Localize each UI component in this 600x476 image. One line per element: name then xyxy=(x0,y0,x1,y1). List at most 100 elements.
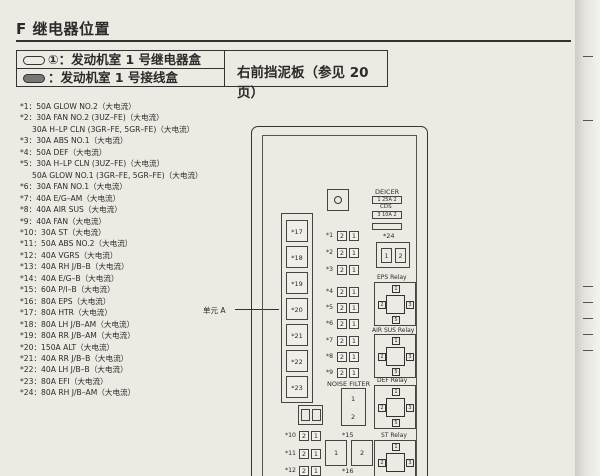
small-fuse-pin: 1 xyxy=(349,248,359,258)
small-fuse-pin: 1 xyxy=(349,319,359,329)
unit-a-leader-line xyxy=(235,309,279,310)
small-fuse-label: *6 xyxy=(326,320,334,327)
relay-coil xyxy=(386,295,405,314)
spine-mark xyxy=(583,302,593,303)
fuse-24-bar xyxy=(372,223,402,230)
small-fuse-pin: 1 xyxy=(349,303,359,313)
lower-fuse-slot xyxy=(312,409,321,421)
small-fuse-pin: 1 xyxy=(349,368,359,378)
relay-terminal: 1 xyxy=(392,285,400,293)
relay-box-outline xyxy=(251,126,428,476)
small-fuse-pin: 2 xyxy=(337,368,347,378)
fuse-list-item: 50A GLOW NO.1 (3GR–FE, 5GR–FE)（大电流） xyxy=(32,170,203,180)
relay-box-inner xyxy=(262,135,417,476)
small-fuse-label: *8 xyxy=(326,353,334,360)
pin-connector: 1 2 xyxy=(376,242,410,268)
small-fuse-label: *2 xyxy=(326,249,334,256)
fuse-list-item: *24：80A RH J/B–AM（大电流） xyxy=(20,388,136,398)
relay-terminal: 5 xyxy=(392,419,400,427)
small-fuse-pin: 1 xyxy=(349,265,359,275)
lower-fuse-pin: 1 xyxy=(311,431,321,441)
noise-filter: 1 2 xyxy=(341,388,366,426)
small-fuse-pin: 1 xyxy=(349,336,359,346)
legend-row-relay-block: ①：发动机室 1 号继电器盒 xyxy=(17,51,224,69)
small-fuse-label: *1 xyxy=(326,232,334,239)
big-fuse-slot: *18 xyxy=(286,246,308,268)
spine-mark xyxy=(583,350,593,351)
relay-terminal: 2 xyxy=(378,404,386,412)
relay-terminal: 3 xyxy=(406,404,414,412)
small-fuse-pin: 2 xyxy=(337,287,347,297)
fuse-list-item: *3：30A ABS NO.1（大电流） xyxy=(20,136,128,146)
lower-fuse-label: *10 xyxy=(285,432,296,439)
circle-icon xyxy=(334,196,342,204)
fuse-list-item: *14：40A E/G–B（大电流） xyxy=(20,273,119,283)
big-fuse-slot: *21 xyxy=(286,324,308,346)
title-rule xyxy=(16,40,571,42)
fuse-24-label: *24 xyxy=(383,232,395,240)
fuse-list-item: *9：40A FAN（大电流） xyxy=(20,216,107,226)
fuse-16-slot: 2 xyxy=(351,440,373,466)
top-connector xyxy=(327,189,349,211)
small-fuse-pin: 1 xyxy=(349,231,359,241)
fuse-list-item: *1：50A GLOW NO.2（大电流） xyxy=(20,102,136,111)
pin-1: 1 xyxy=(381,248,392,263)
fuse-list-item: *7：40A E/G–AM（大电流） xyxy=(20,193,121,203)
cds-label: CDS xyxy=(380,204,392,210)
relay-coil xyxy=(386,453,405,472)
fuse-list-item: *10：30A ST（大电流） xyxy=(20,227,106,237)
small-fuse-pin: 2 xyxy=(337,336,347,346)
legend-row1-text: ：发动机室 1 号继电器盒 xyxy=(58,52,201,67)
fuse-list-item: *20：150A ALT（大电流） xyxy=(20,342,115,352)
big-fuse-slot: *20 xyxy=(286,298,308,320)
legend-left: ①：发动机室 1 号继电器盒 ：发动机室 1 号接线盒 xyxy=(17,51,225,86)
lower-fuse-label: *11 xyxy=(285,450,296,457)
relay-terminal: 5 xyxy=(392,368,400,376)
small-fuse-pin: 2 xyxy=(337,319,347,329)
fuse-list-item: *16：80A EPS（大电流） xyxy=(20,296,111,306)
unit-a-label: 单元 A xyxy=(203,306,226,315)
air-sus-relay-label: AIR SUS Relay xyxy=(372,327,415,334)
noise-filter-pin-2: 2 xyxy=(351,413,356,421)
spine-mark xyxy=(583,56,593,57)
small-fuse-label: *9 xyxy=(326,369,334,376)
small-fuse-label: *7 xyxy=(326,337,334,344)
fuse-list-item: *5：30A H–LP CLN (3UZ–FE)（大电流） xyxy=(20,159,165,169)
fuse-list-item: *8：40A AIR SUS（大电流） xyxy=(20,205,122,215)
fuse-list-item: *4：50A DEF（大电流） xyxy=(20,147,107,157)
relay-terminal: 5 xyxy=(392,316,400,324)
small-fuse-pin: 2 xyxy=(337,248,347,258)
fuse-15-slot: 1 xyxy=(325,440,347,466)
noise-filter-label: NOISE FILTER xyxy=(327,380,371,388)
lower-fuse-label: *12 xyxy=(285,467,296,474)
fuse-list-item: *15：60A P/I–B（大电流） xyxy=(20,285,115,295)
fuse-16-label: *16 xyxy=(342,467,354,475)
relay-terminal: 3 xyxy=(406,353,414,361)
small-fuse-label: *4 xyxy=(326,288,334,295)
fuse-list-item: *18：80A LH J/B–AM（大电流） xyxy=(20,319,135,329)
lower-fuse-box xyxy=(298,405,323,425)
fuse-list-item: *19：80A RR J/B–AM（大电流） xyxy=(20,331,135,341)
spine-mark xyxy=(583,120,593,121)
lower-fuse-pin: 1 xyxy=(311,449,321,459)
small-fuse-label: *5 xyxy=(326,304,334,311)
noise-filter-pin-1: 1 xyxy=(351,395,356,403)
fuse-list-item: *21：40A RR J/B–B（大电流） xyxy=(20,353,129,363)
fuse-list-item: *17：80A HTR（大电流） xyxy=(20,308,112,318)
fuse-16-pin-2: 2 xyxy=(360,449,365,457)
spine-mark xyxy=(583,286,593,287)
small-fuse-pin: 2 xyxy=(337,231,347,241)
page-spine xyxy=(575,0,600,476)
big-fuse-slot: *23 xyxy=(286,376,308,398)
legend-row2-text: ：发动机室 1 号接线盒 xyxy=(48,70,178,85)
white-oval-icon xyxy=(23,56,45,65)
fuse-list-item: *2：30A FAN NO.2 (3UZ–FE)（大电流） xyxy=(20,113,164,123)
small-fuse-label: *3 xyxy=(326,266,334,273)
big-fuse-holder xyxy=(281,213,313,403)
fuse-15-pin-1: 1 xyxy=(334,449,339,457)
small-fuse-pin: 1 xyxy=(349,352,359,362)
relay-terminal: 1 xyxy=(392,337,400,345)
